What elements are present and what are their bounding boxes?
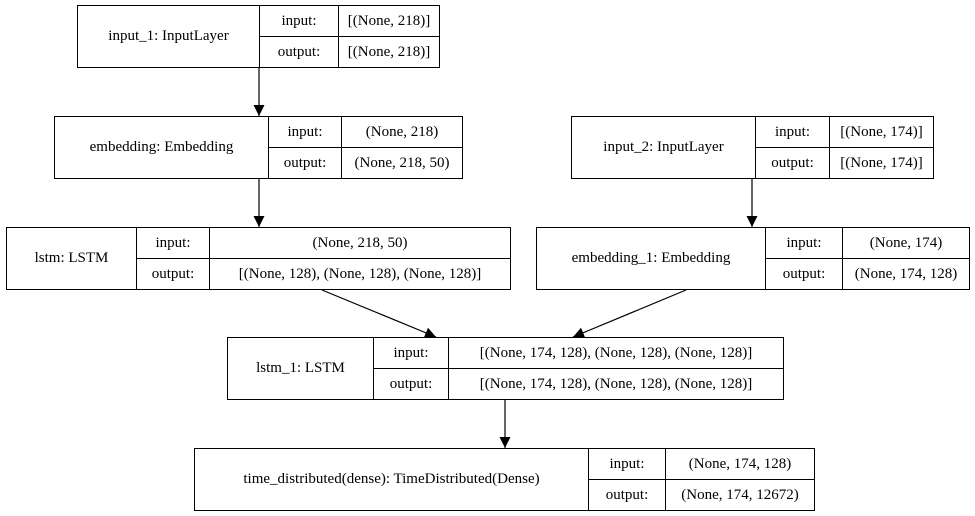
input-label: input:: [155, 234, 191, 251]
node-input-1-name: input_1: InputLayer: [78, 6, 260, 67]
node-time-distributed-name: time_distributed(dense): TimeDistributed…: [195, 449, 589, 510]
node-input-2-input-shape: [(None, 174)]: [840, 123, 923, 140]
node-lstm-output-shape: [(None, 128), (None, 128), (None, 128)]: [210, 258, 510, 289]
node-lstm-1: lstm_1: LSTM input: output: [(None, 174,…: [227, 337, 784, 400]
node-input-1-input-shape: [(None, 218)]: [347, 12, 431, 29]
node-embedding: embedding: Embedding input: output: (Non…: [54, 116, 463, 179]
node-embedding-input-shape: (None, 218): [365, 123, 439, 140]
node-input-2-name: input_2: InputLayer: [572, 117, 756, 178]
output-label: output:: [589, 479, 665, 510]
node-embedding-1-output-shape: (None, 174, 128): [843, 258, 969, 289]
node-input-2: input_2: InputLayer input: output: [(Non…: [571, 116, 934, 179]
node-embedding-1-input-shape: (None, 174): [869, 234, 943, 251]
input-label: input:: [786, 234, 822, 251]
node-input-2-output-shape: [(None, 174)]: [830, 147, 933, 178]
node-input-1: input_1: InputLayer input: output: [(Non…: [77, 5, 440, 68]
node-embedding-name: embedding: Embedding: [55, 117, 269, 178]
node-time-distributed: time_distributed(dense): TimeDistributed…: [194, 448, 815, 511]
node-embedding-1: embedding_1: Embedding input: output: (N…: [536, 227, 970, 290]
output-label: output:: [756, 147, 829, 178]
edge-lstm-to-lstm_1: [321, 289, 437, 338]
output-label: output:: [269, 147, 341, 178]
node-lstm-name: lstm: LSTM: [7, 228, 137, 289]
node-lstm-1-input-shape: [(None, 174, 128), (None, 128), (None, 1…: [479, 344, 753, 361]
input-label: input:: [774, 123, 810, 140]
node-time-distributed-input-shape: (None, 174, 128): [688, 455, 792, 472]
node-lstm: lstm: LSTM input: output: (None, 218, 50…: [6, 227, 511, 290]
node-lstm-1-output-shape: [(None, 174, 128), (None, 128), (None, 1…: [449, 368, 783, 399]
input-label: input:: [281, 12, 317, 29]
output-label: output:: [260, 36, 338, 67]
node-lstm-1-name: lstm_1: LSTM: [228, 338, 374, 399]
node-embedding-1-name: embedding_1: Embedding: [537, 228, 766, 289]
node-embedding-output-shape: (None, 218, 50): [342, 147, 462, 178]
output-label: output:: [374, 368, 448, 399]
output-label: output:: [137, 258, 209, 289]
node-input-1-output-shape: [(None, 218)]: [339, 36, 439, 67]
input-label: input:: [393, 344, 429, 361]
node-lstm-input-shape: (None, 218, 50): [312, 234, 408, 251]
edge-embedding_1-to-lstm_1: [572, 289, 687, 338]
input-label: input:: [609, 455, 645, 472]
node-time-distributed-output-shape: (None, 174, 12672): [666, 479, 814, 510]
input-label: input:: [287, 123, 323, 140]
output-label: output:: [766, 258, 842, 289]
